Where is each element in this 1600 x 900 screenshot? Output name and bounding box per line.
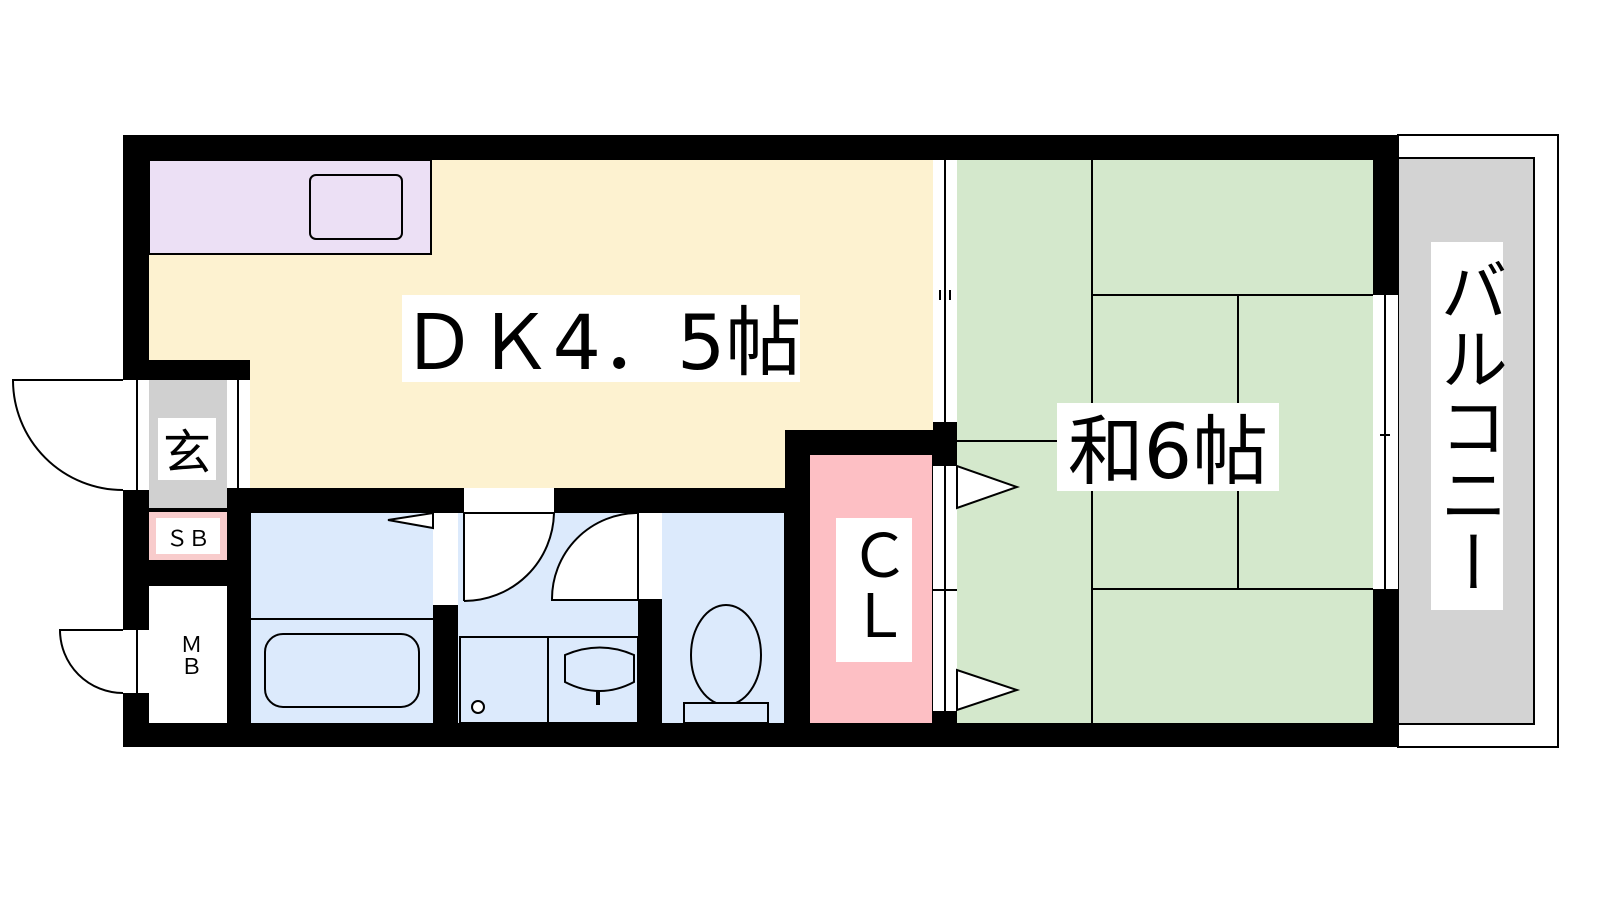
toilet-bowl xyxy=(690,604,762,706)
drain xyxy=(471,700,485,714)
genkan-label: 玄 xyxy=(158,418,216,481)
toilet-tank xyxy=(683,702,769,724)
sliding-door-dk-washitsu xyxy=(933,160,957,422)
shoe-box-label-text: ＳＢ xyxy=(166,527,210,552)
meter-box-door xyxy=(58,629,149,694)
genkan-step xyxy=(227,380,250,488)
toilet-door xyxy=(550,512,662,601)
closet-label-text: ＣＬ xyxy=(839,525,909,645)
meter-box-label: ＭＢ xyxy=(177,633,202,677)
kitchen-sink xyxy=(309,174,403,240)
washitsu-label-text: 和6帖 xyxy=(1068,407,1268,496)
meter-box xyxy=(149,586,227,723)
balcony-window xyxy=(1373,295,1398,589)
washroom-door xyxy=(463,488,556,602)
balcony-label-text: バルコニー xyxy=(1428,256,1507,596)
bathroom-door xyxy=(387,511,458,605)
bathtub xyxy=(264,633,420,708)
meter-box-label-text: ＭＢ xyxy=(177,633,202,677)
dk-floor-right xyxy=(785,360,933,430)
closet-doors xyxy=(933,464,1021,712)
shoe-box-label: ＳＢ xyxy=(156,518,220,554)
balcony-label: バルコニー xyxy=(1428,242,1507,610)
dk-label-text: ＤＫ4．5帖 xyxy=(401,298,802,387)
closet-label: ＣＬ xyxy=(836,518,912,662)
wash-basin xyxy=(564,646,635,692)
genkan-label-text: 玄 xyxy=(163,425,211,481)
washitsu-label: 和6帖 xyxy=(1057,403,1279,496)
dk-label: ＤＫ4．5帖 xyxy=(401,295,802,387)
entrance-door xyxy=(11,379,149,491)
